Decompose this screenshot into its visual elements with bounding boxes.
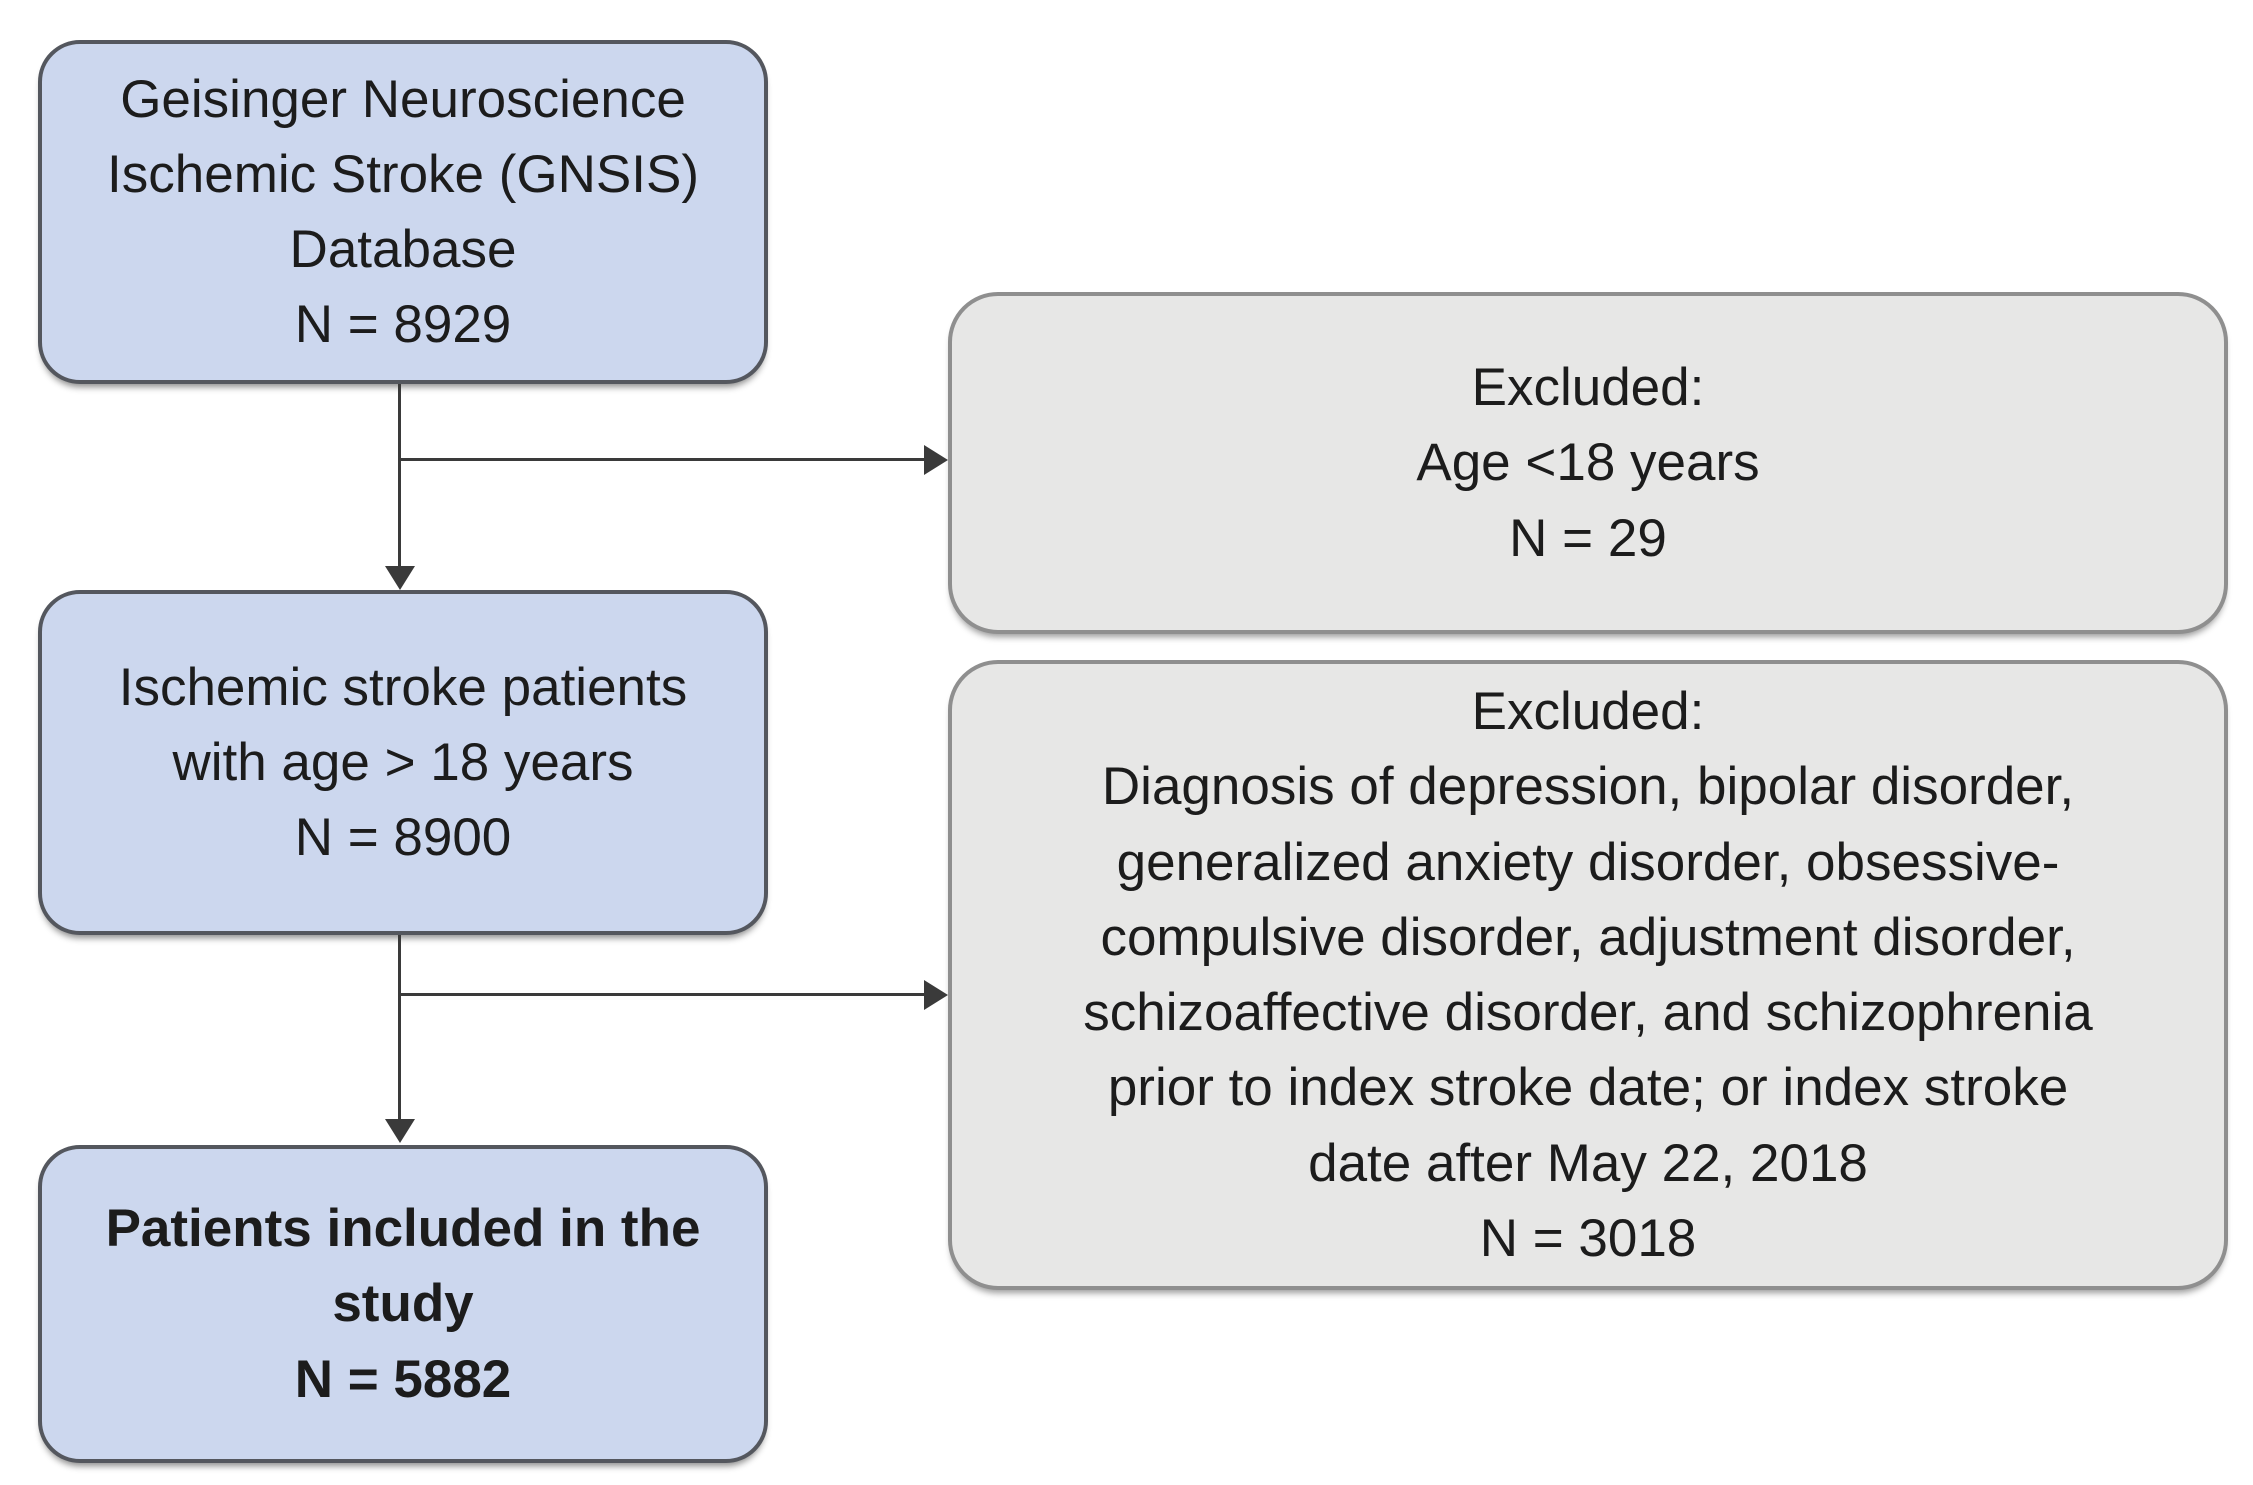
node-count-line: N = 8929 [294, 295, 512, 355]
node-text-line: Ischemic stroke patients [118, 657, 688, 717]
node-text-line: Age <18 years [1416, 433, 1760, 493]
arrowhead-down-icon [385, 566, 415, 590]
node-text-line: generalized anxiety disorder, obsessive- [1116, 832, 2060, 892]
node-text-line: Geisinger Neuroscience [120, 69, 686, 129]
node-excluded-age: Excluded: Age <18 years N = 29 [948, 292, 2228, 634]
edge-gnsis-to-excluded-age-line [399, 458, 926, 461]
arrowhead-right-icon [924, 445, 948, 475]
node-text-line: Patients included in the [105, 1199, 701, 1259]
edge-gnsis-to-adult-line [398, 384, 401, 568]
node-text-line: prior to index stroke date; or index str… [1107, 1058, 2069, 1118]
node-adult-stroke-patients: Ischemic stroke patients with age > 18 y… [38, 590, 768, 935]
node-count-line: N = 29 [1509, 508, 1667, 568]
node-excluded-psychiatric: Excluded: Diagnosis of depression, bipol… [948, 660, 2228, 1290]
node-gnsis-database: Geisinger Neuroscience Ischemic Stroke (… [38, 40, 768, 384]
node-text-line: schizoaffective disorder, and schizophre… [1083, 983, 2093, 1042]
node-count-line: N = 8900 [294, 808, 512, 868]
edge-adult-to-excluded-psychiatric-line [399, 993, 926, 996]
node-text-line: with age > 18 years [172, 732, 634, 792]
node-text-line: Ischemic Stroke (GNSIS) [107, 144, 699, 204]
node-text-line: Excluded: [1471, 358, 1705, 418]
node-text-line: Diagnosis of depression, bipolar disorde… [1101, 757, 2075, 817]
node-count-line: N = 5882 [294, 1349, 512, 1409]
node-text-line: study [332, 1274, 474, 1334]
node-text-line: compulsive disorder, adjustment disorder… [1100, 907, 2076, 967]
edge-adult-to-included-line [398, 935, 401, 1121]
arrowhead-down-icon [385, 1119, 415, 1143]
node-text-line: date after May 22, 2018 [1308, 1133, 1868, 1193]
node-count-line: N = 3018 [1479, 1208, 1697, 1268]
node-text-line: Excluded: [1471, 682, 1705, 741]
node-text-line: Database [289, 220, 517, 279]
node-included-patients: Patients included in the study N = 5882 [38, 1145, 768, 1463]
arrowhead-right-icon [924, 980, 948, 1010]
